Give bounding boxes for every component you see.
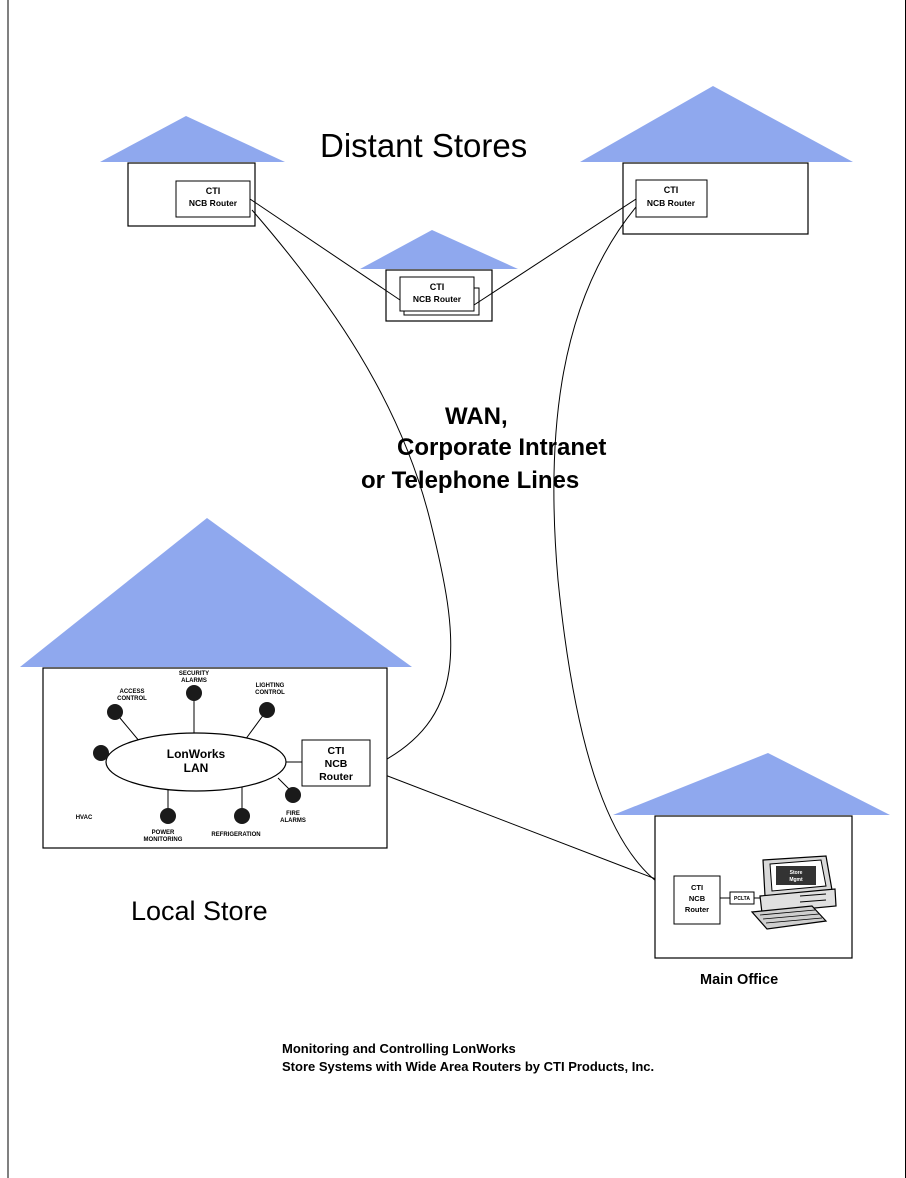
local-router-line1: CTI <box>328 745 345 757</box>
node-fire-alarms <box>285 787 301 803</box>
interface-card-label: PCLTA <box>734 896 750 902</box>
label-lighting-line2: CONTROL <box>255 690 285 696</box>
label-fire-line2: ALARMS <box>280 818 306 824</box>
distant-store-middle: CTI NCB Router <box>360 230 518 322</box>
local-to-office-link <box>371 769 675 887</box>
lan-label-line1: LonWorks <box>167 747 226 761</box>
roof <box>100 116 285 162</box>
node-security-alarms <box>186 685 202 701</box>
roof <box>360 230 518 269</box>
router-box <box>175 180 251 218</box>
label-fire-line1: FIRE <box>286 811 300 817</box>
distant-store-left: CTI NCB Router <box>100 116 285 227</box>
router-label-line2: NCB Router <box>413 294 462 304</box>
wan-label-line1: WAN, <box>445 403 508 430</box>
label-security-line2: ALARMS <box>181 678 207 684</box>
local-router-line3: Router <box>319 771 353 783</box>
local-store-label: Local Store <box>131 896 268 926</box>
main-office-label: Main Office <box>700 972 778 988</box>
router-label-line1: CTI <box>430 282 445 292</box>
roof <box>580 86 853 162</box>
wan-label-line2: Corporate Intranet <box>397 434 606 461</box>
label-hvac: HVAC <box>76 815 93 821</box>
distant-store-right: CTI NCB Router <box>580 86 853 235</box>
roof <box>20 518 412 667</box>
screen-text-line1: Store <box>790 870 803 876</box>
caption-line2: Store Systems with Wide Area Routers by … <box>282 1059 654 1074</box>
label-refrigeration: REFRIGERATION <box>211 832 260 838</box>
label-power-line1: POWER <box>152 830 175 836</box>
label-access-line1: ACCESS <box>119 689 144 695</box>
wan-link-left-to-middle <box>249 198 401 301</box>
router-box <box>399 276 475 312</box>
node-hvac <box>93 745 109 761</box>
wan-link-left-to-local <box>251 209 452 768</box>
router-box <box>635 179 708 218</box>
roof <box>613 753 890 815</box>
screen-text-line2: Mgmt <box>789 877 803 883</box>
node-access-control <box>107 704 123 720</box>
computer-icon: Store Mgmt <box>750 855 837 930</box>
wan-label-line3: or Telephone Lines <box>361 467 579 494</box>
caption-line1: Monitoring and Controlling LonWorks <box>282 1041 516 1056</box>
wan-link-middle-to-right <box>473 198 637 306</box>
office-router-box <box>673 875 721 925</box>
office-router-line2: NCB <box>689 894 706 903</box>
router-label-line1: CTI <box>664 185 679 195</box>
label-lighting-line1: LIGHTING <box>256 683 285 689</box>
local-router-line2: NCB <box>325 758 348 770</box>
lan-label-line2: LAN <box>184 761 209 775</box>
office-router-line3: Router <box>685 905 709 914</box>
label-access-line2: CONTROL <box>117 696 147 702</box>
local-store: LonWorks LAN ACCESS CONTROL SECURITY ALA… <box>20 518 412 849</box>
router-label-line2: NCB Router <box>189 198 238 208</box>
local-router-box <box>301 739 371 787</box>
main-office: CTI NCB Router PCLTA Store Mgmt <box>613 753 890 959</box>
wan-connections <box>249 198 675 894</box>
node-lighting-control <box>259 702 275 718</box>
node-power-monitoring <box>160 808 176 824</box>
label-security-line1: SECURITY <box>179 671 209 677</box>
router-label-line1: CTI <box>206 186 221 196</box>
router-label-line2: NCB Router <box>647 198 696 208</box>
distant-stores-title: Distant Stores <box>320 127 527 164</box>
wan-link-right-to-office <box>553 206 675 894</box>
label-power-line2: MONITORING <box>144 837 183 843</box>
node-refrigeration <box>234 808 250 824</box>
office-router-line1: CTI <box>691 883 703 892</box>
